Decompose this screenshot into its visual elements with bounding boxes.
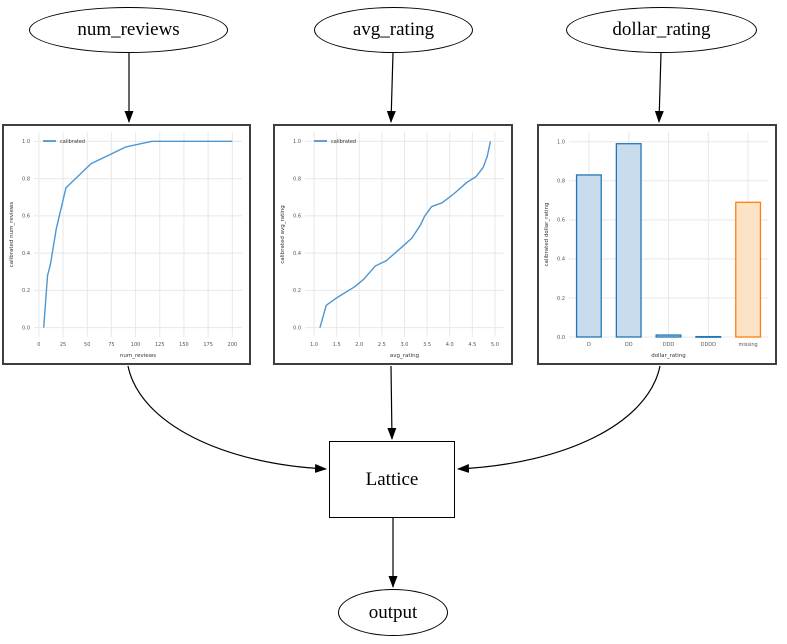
- svg-text:avg_rating: avg_rating: [390, 353, 419, 359]
- edge-avg-rating-to-calibrator: [386, 52, 396, 123]
- svg-text:200: 200: [228, 342, 238, 348]
- calibration-plot-avg-rating: 1.0 1.5 2.0 2.5 3.0 3.5 4.0 4.5 5.0 0.0 0.2 0.4 0.6 0…: [273, 124, 513, 365]
- svg-text:0.0: 0.0: [293, 325, 301, 331]
- chart-avg_rating: 1.0 1.5 2.0 2.5 3.0 3.5 4.0 4.5 5.0 0.0 0.2 0.4 0.6 0…: [280, 132, 504, 359]
- svg-text:4.0: 4.0: [446, 342, 454, 348]
- svg-text:0: 0: [37, 342, 40, 348]
- svg-text:calibrated: calibrated: [331, 139, 356, 145]
- svg-text:0.8: 0.8: [293, 176, 301, 182]
- svg-text:2.5: 2.5: [378, 342, 386, 348]
- svg-text:calibrated: calibrated: [60, 139, 85, 145]
- svg-text:calibrated avg_rating: calibrated avg_rating: [280, 205, 286, 264]
- node-num-reviews: num_reviews: [29, 7, 228, 53]
- edge-calibrator1-to-lattice: [127, 365, 327, 473]
- calibration-plot-num-reviews: 0 25 50 75 100 125 150 175 200 0.0 0.2 0.4 0.6 0.8 1.0…: [2, 124, 251, 365]
- svg-text:75: 75: [108, 342, 114, 348]
- svg-text:DDD: DDD: [663, 342, 675, 348]
- node-lattice-label: Lattice: [365, 468, 419, 490]
- svg-text:4.5: 4.5: [468, 342, 476, 348]
- node-output: output: [338, 589, 448, 636]
- svg-text:0.2: 0.2: [293, 288, 301, 294]
- node-dollar-rating: dollar_rating: [566, 7, 757, 53]
- node-dollar-rating-label: dollar_rating: [612, 19, 711, 40]
- svg-text:num_reviews: num_reviews: [120, 353, 156, 359]
- svg-text:5.0: 5.0: [491, 342, 499, 348]
- svg-text:25: 25: [60, 342, 66, 348]
- svg-text:calibrated dollar_rating: calibrated dollar_rating: [544, 203, 550, 267]
- node-avg-rating: avg_rating: [314, 7, 473, 53]
- node-num-reviews-label: num_reviews: [77, 19, 180, 40]
- svg-text:0.2: 0.2: [557, 296, 565, 302]
- node-output-label: output: [368, 601, 418, 623]
- svg-text:0.2: 0.2: [22, 288, 30, 294]
- svg-text:1.5: 1.5: [333, 342, 341, 348]
- svg-text:0.8: 0.8: [22, 176, 30, 182]
- svg-text:calibrated num_reviews: calibrated num_reviews: [9, 202, 15, 268]
- svg-text:0.6: 0.6: [293, 214, 301, 220]
- svg-text:DD: DD: [625, 342, 633, 348]
- svg-text:missing: missing: [738, 342, 757, 348]
- svg-text:1.0: 1.0: [557, 140, 565, 146]
- svg-text:0.0: 0.0: [22, 325, 30, 331]
- svg-text:0.6: 0.6: [22, 214, 30, 220]
- svg-text:125: 125: [155, 342, 165, 348]
- chart-num_reviews: 0 25 50 75 100 125 150 175 200 0.0 0.2 0.4 0.6 0.8 1.0…: [9, 132, 242, 359]
- svg-text:0.4: 0.4: [22, 251, 30, 257]
- svg-text:DDDD: DDDD: [701, 342, 717, 348]
- svg-text:50: 50: [84, 342, 90, 348]
- svg-text:2.0: 2.0: [355, 342, 363, 348]
- svg-text:1.0: 1.0: [22, 139, 30, 145]
- edge-dollar-rating-to-calibrator: [654, 52, 664, 123]
- svg-text:0.8: 0.8: [557, 179, 565, 185]
- svg-text:3.5: 3.5: [423, 342, 431, 348]
- svg-text:dollar_rating: dollar_rating: [651, 353, 686, 359]
- svg-text:0.6: 0.6: [557, 218, 565, 224]
- svg-text:1.0: 1.0: [310, 342, 318, 348]
- svg-text:0.0: 0.0: [557, 335, 565, 341]
- svg-text:D: D: [587, 342, 591, 348]
- svg-text:0.4: 0.4: [293, 251, 301, 257]
- svg-text:100: 100: [131, 342, 141, 348]
- node-lattice: Lattice: [329, 441, 455, 518]
- svg-text:0.4: 0.4: [557, 257, 565, 263]
- svg-text:3.0: 3.0: [401, 342, 409, 348]
- svg-text:150: 150: [179, 342, 189, 348]
- svg-text:1.0: 1.0: [293, 139, 301, 145]
- svg-text:175: 175: [203, 342, 213, 348]
- edge-calibrator3-to-lattice: [457, 365, 661, 473]
- edge-calibrator2-to-lattice: [387, 365, 397, 440]
- node-avg-rating-label: avg_rating: [352, 19, 435, 40]
